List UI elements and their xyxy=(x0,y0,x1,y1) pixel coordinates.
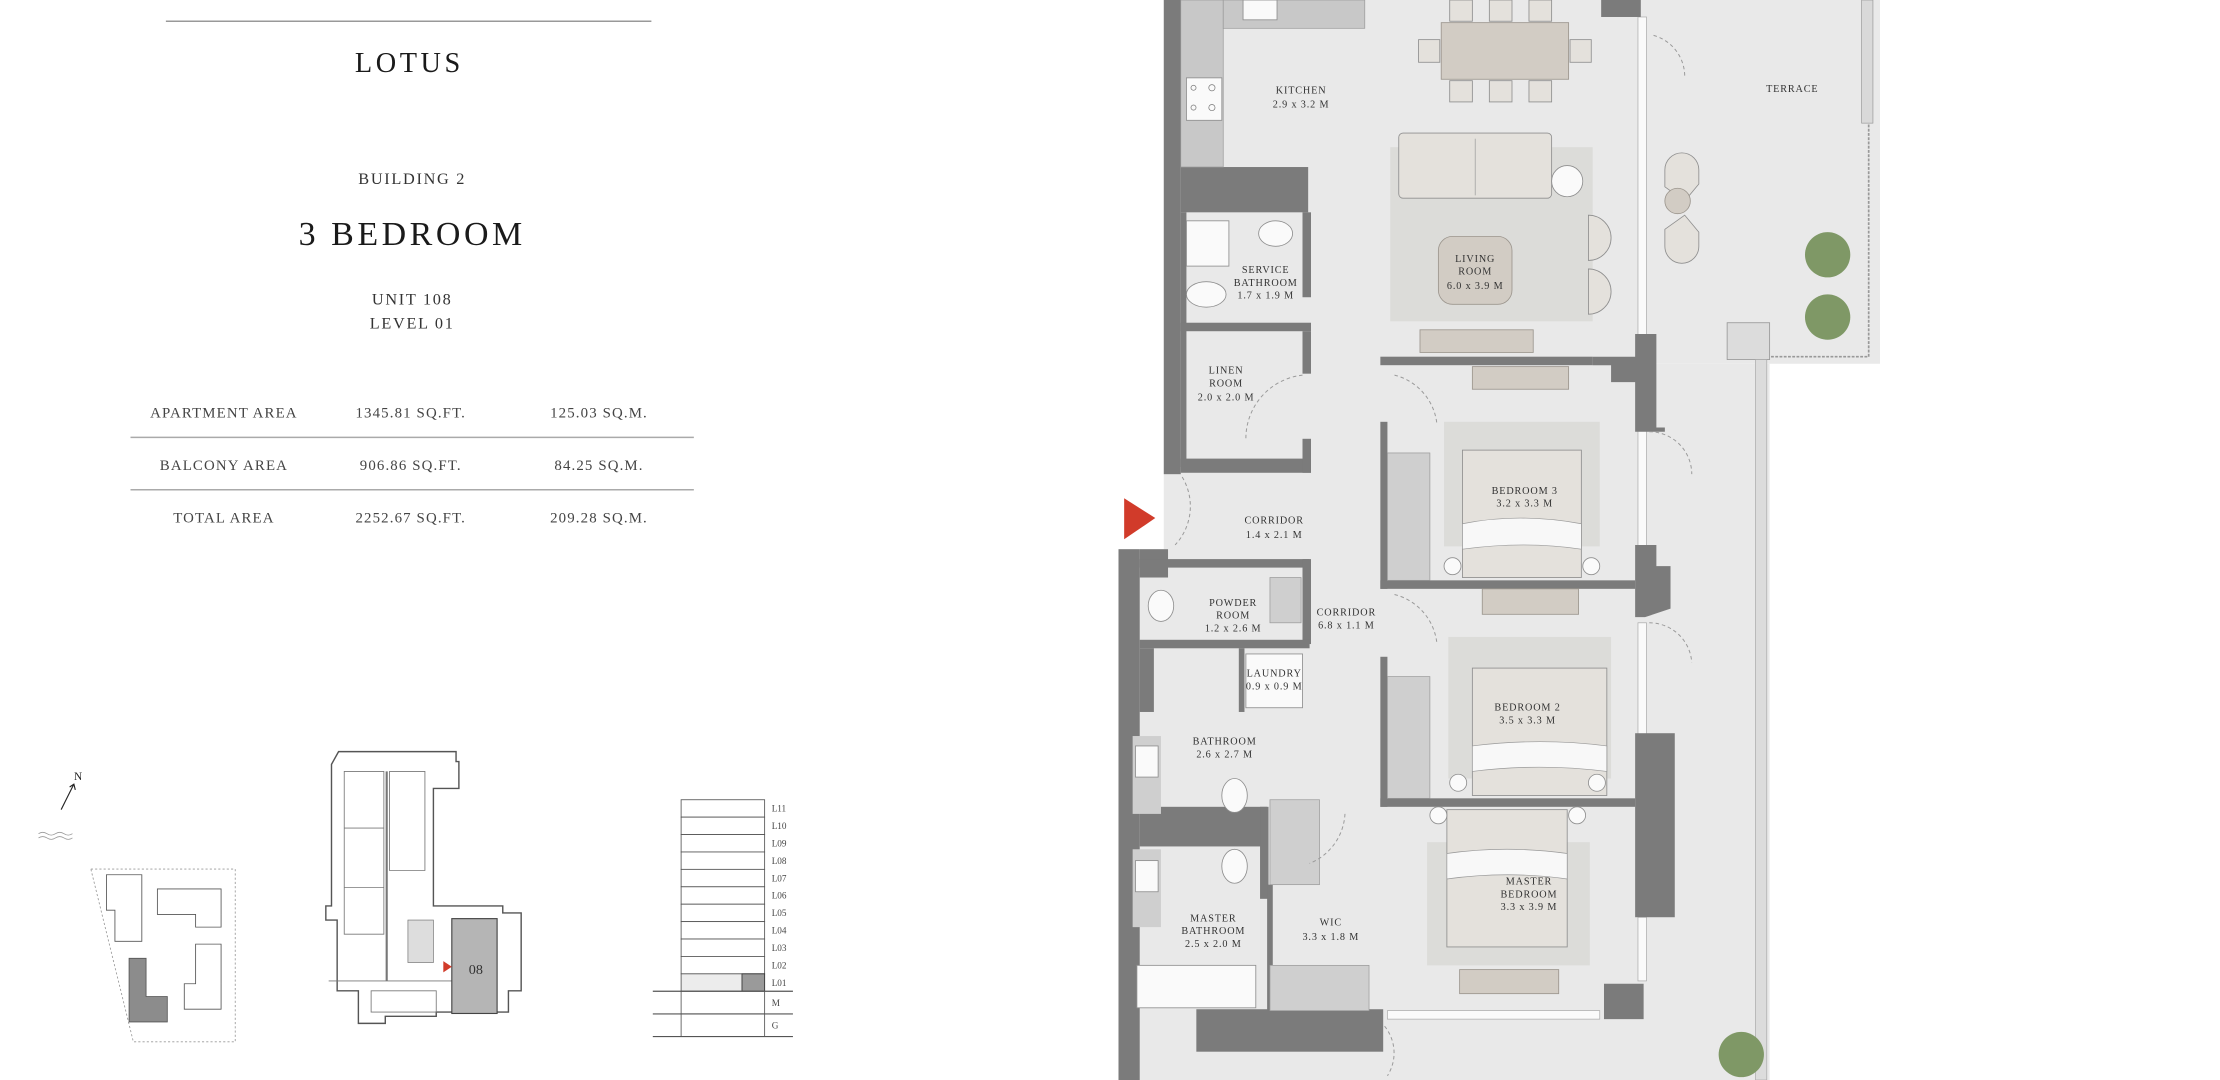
area-sqft: 1345.81 SQ.FT. xyxy=(355,406,466,422)
armchairs xyxy=(1588,214,1612,315)
area-sqm: 84.25 SQ.M. xyxy=(554,458,643,474)
room-label-wic: WIC xyxy=(1320,918,1342,929)
bathtub xyxy=(1136,964,1257,1009)
room-size: 1.2 x 2.6 M xyxy=(1205,623,1262,634)
room-label-corridor: CORRIDOR xyxy=(1244,516,1303,527)
room-size: 3.5 x 3.3 M xyxy=(1499,715,1556,726)
level-row xyxy=(680,886,766,905)
room-label-kitchen: KITCHEN xyxy=(1276,85,1327,96)
level-row xyxy=(680,851,766,870)
room-label: ROOM xyxy=(1209,378,1243,389)
building-label: BUILDING 2 xyxy=(358,170,466,188)
entry-marker-icon xyxy=(443,961,452,973)
level-label: G xyxy=(772,1020,779,1030)
bed-bedroom-3 xyxy=(1462,449,1582,578)
room-label-bedroom-3: BEDROOM 3 xyxy=(1492,486,1558,497)
level-label: L01 xyxy=(772,978,787,988)
room-size: 1.4 x 2.1 M xyxy=(1246,530,1303,541)
entry-marker-icon xyxy=(1124,498,1156,540)
level-label: L10 xyxy=(772,821,787,831)
room-label: BATHROOM xyxy=(1181,926,1245,937)
room-label-terrace: TERRACE xyxy=(1766,84,1818,95)
room-label: ROOM xyxy=(1458,267,1492,278)
level-row xyxy=(680,799,766,818)
level-row xyxy=(680,816,766,835)
level-label: LEVEL 01 xyxy=(370,314,455,332)
area-label: BALCONY AREA xyxy=(160,458,288,474)
room-label-powder-room: POWDER xyxy=(1209,598,1257,609)
project-title: LOTUS xyxy=(355,48,464,79)
room-size: 1.7 x 1.9 M xyxy=(1237,291,1294,302)
area-sqm: 209.28 SQ.M. xyxy=(550,510,648,526)
building-key-plan: 08 xyxy=(325,750,522,1025)
area-label: TOTAL AREA xyxy=(173,510,274,526)
area-sqft: 906.86 SQ.FT. xyxy=(360,458,462,474)
room-label-master-bedroom: MASTER xyxy=(1506,877,1552,888)
site-plan xyxy=(90,868,236,1043)
level-row xyxy=(680,938,766,957)
coffee-table xyxy=(1437,235,1513,305)
room-size: 2.6 x 2.7 M xyxy=(1196,749,1253,760)
level-label: L11 xyxy=(772,804,787,814)
water-icon xyxy=(38,831,73,840)
level-label: L02 xyxy=(772,960,787,970)
building-highlight xyxy=(128,957,168,1023)
room-label-bathroom: BATHROOM xyxy=(1193,737,1257,748)
level-row xyxy=(680,921,766,940)
unit-level-highlight xyxy=(741,973,766,992)
north-label: N xyxy=(74,771,82,783)
area-sqm: 125.03 SQ.M. xyxy=(550,406,648,422)
level-label: L05 xyxy=(772,908,787,918)
level-row xyxy=(680,834,766,853)
level-label: L04 xyxy=(772,926,787,936)
level-row xyxy=(680,868,766,888)
room-label: BEDROOM xyxy=(1501,889,1558,900)
level-row xyxy=(680,956,766,975)
dining-table xyxy=(1418,0,1592,103)
plant-icon xyxy=(1804,294,1851,340)
bed-bedroom-2 xyxy=(1471,667,1608,796)
level-label: L03 xyxy=(772,943,787,953)
unit-highlight xyxy=(451,918,498,1015)
room-size: 2.9 x 3.2 M xyxy=(1273,100,1330,111)
level-row xyxy=(680,990,766,1015)
room-label: BATHROOM xyxy=(1234,278,1298,289)
level-label: L07 xyxy=(772,873,787,883)
area-table: APARTMENT AREA 1345.81 SQ.FT. 125.03 SQ.… xyxy=(130,406,694,526)
room-size: 2.0 x 2.0 M xyxy=(1198,393,1255,404)
room-size: 0.9 x 0.9 M xyxy=(1246,681,1303,692)
room-label-linen-room: LINEN xyxy=(1209,366,1244,377)
plant-icon xyxy=(1804,232,1851,278)
room-size: 2.5 x 2.0 M xyxy=(1185,939,1242,950)
level-row xyxy=(680,903,766,923)
room-label-master-bathroom: MASTER xyxy=(1190,913,1236,924)
room-label-living-room: LIVING xyxy=(1455,254,1495,265)
area-sqft: 2252.67 SQ.FT. xyxy=(355,510,466,526)
level-label: L06 xyxy=(772,891,787,901)
unit-highlight-label: 08 xyxy=(469,962,483,978)
room-size: 3.2 x 3.3 M xyxy=(1496,499,1553,510)
room-size: 6.8 x 1.1 M xyxy=(1318,620,1375,631)
room-label-service-bathroom: SERVICE xyxy=(1242,265,1290,276)
floor-plan: KITCHEN 2.9 x 3.2 M SERVICE BATHROOM 1.7… xyxy=(1118,0,1881,1080)
room-label-corridor: CORRIDOR xyxy=(1317,608,1376,619)
unit-number: UNIT 108 xyxy=(372,290,453,308)
bed-master xyxy=(1446,809,1568,948)
level-label: L08 xyxy=(772,856,787,866)
level-row xyxy=(680,1013,766,1037)
room-label: ROOM xyxy=(1216,611,1250,622)
room-size: 3.3 x 1.8 M xyxy=(1303,932,1360,943)
room-label-laundry: LAUNDRY xyxy=(1247,669,1302,680)
room-size: 3.3 x 3.9 M xyxy=(1501,902,1558,913)
plant-icon xyxy=(1718,1031,1764,1078)
room-size: 6.0 x 3.9 M xyxy=(1447,281,1504,292)
north-arrow-icon: N xyxy=(38,771,82,840)
area-label: APARTMENT AREA xyxy=(150,406,297,422)
room-label-bedroom-2: BEDROOM 2 xyxy=(1494,703,1560,714)
level-label: L09 xyxy=(772,839,787,849)
level-label: M xyxy=(772,998,780,1008)
unit-type: 3 BEDROOM xyxy=(299,216,526,253)
